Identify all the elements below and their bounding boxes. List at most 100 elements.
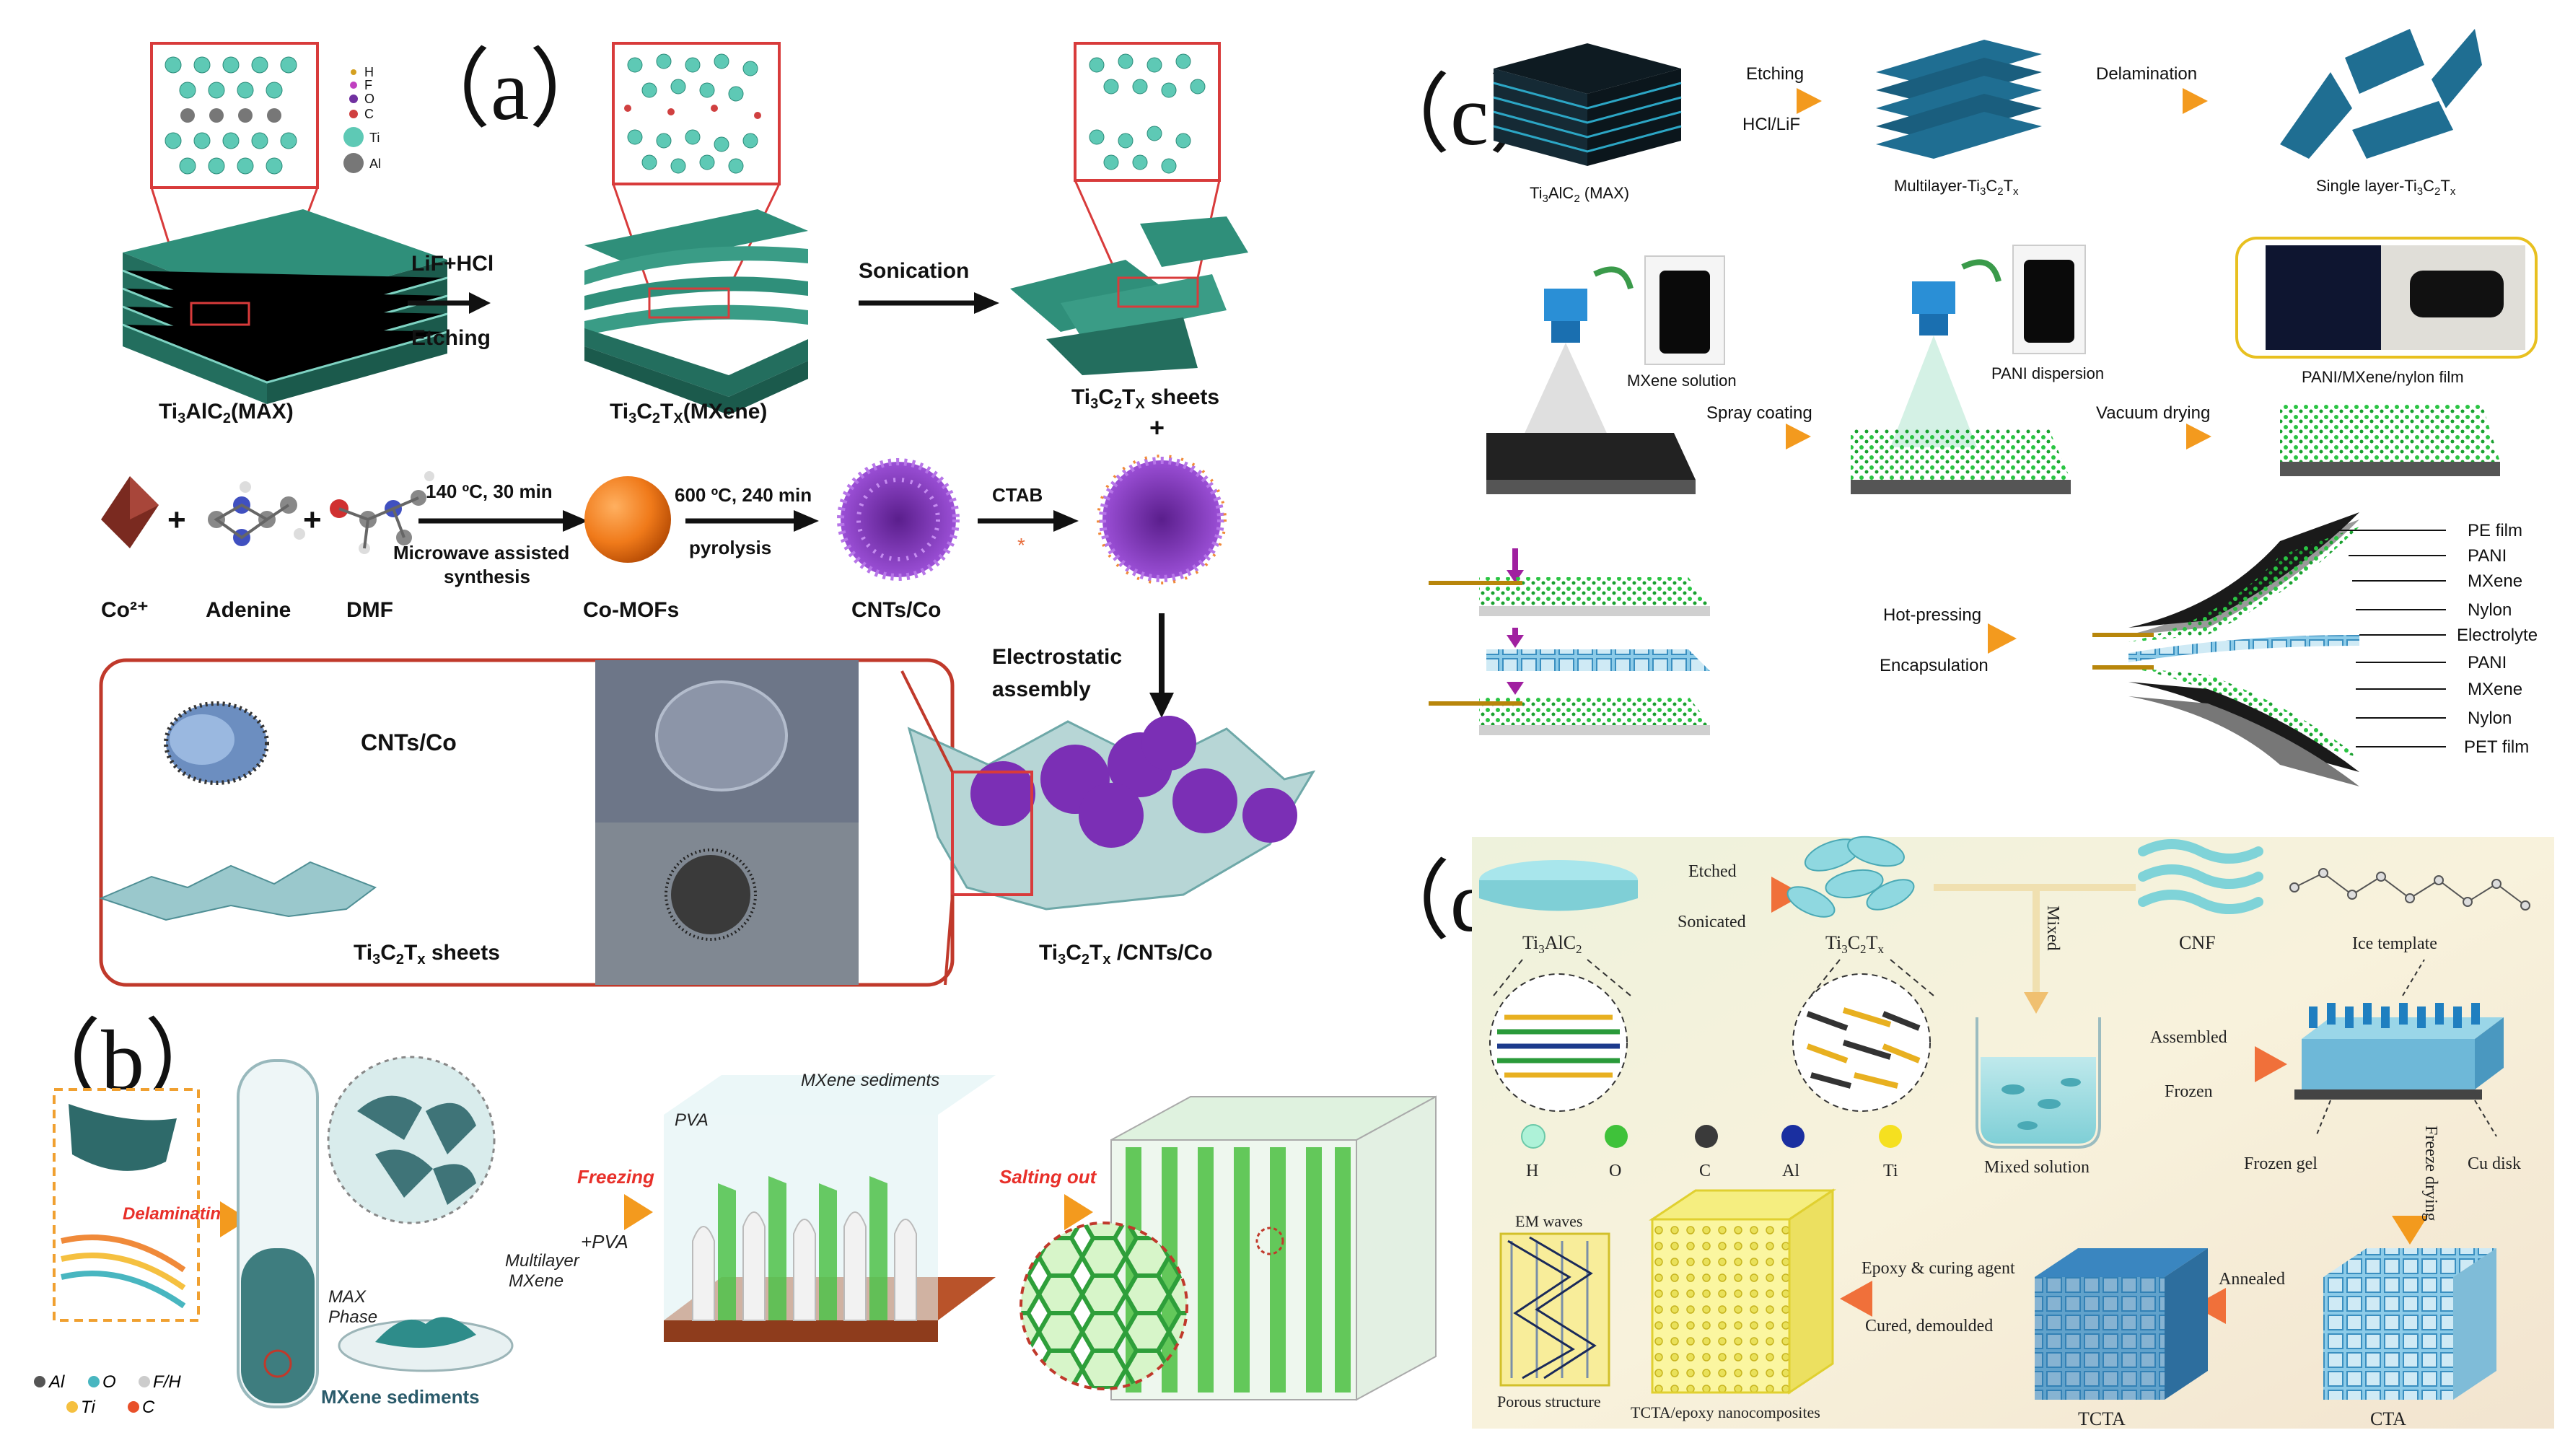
max-stack-c [1493, 43, 1682, 166]
honeycomb-magnified [1020, 1222, 1188, 1390]
panel-c: （c） Ti3AlC2 (MAX) Etching HCl/LiF Multil… [1364, 29, 2538, 786]
green-film [2280, 404, 2500, 462]
cond2-top: 600 ºC, 240 min [675, 484, 812, 506]
ti3c2tx-lattice-circle [1792, 973, 1931, 1112]
svg-text:O: O [1609, 1162, 1621, 1180]
cond1-top: 140 ºC, 30 min [426, 481, 553, 502]
frozen-gel-block [2294, 1003, 2504, 1100]
cnt-tube-icon [164, 701, 269, 785]
max-label-c: Ti3AlC2 (MAX) [1530, 184, 1629, 205]
epoxy-label: Epoxy & curing agent [1862, 1259, 2015, 1278]
svg-text:+: + [167, 502, 186, 538]
sonicated-label: Sonicated [1678, 913, 1746, 931]
ice-template-molecule [2289, 868, 2530, 911]
svg-text:MXene: MXene [2468, 680, 2522, 699]
svg-text:Al: Al [369, 157, 381, 171]
svg-text:H: H [364, 65, 374, 79]
co-mofs-sphere [584, 476, 671, 563]
mxene-label: Ti3C2TX(MXene) [610, 400, 767, 426]
svg-text:Nylon: Nylon [2468, 600, 2512, 620]
svg-text:Ti: Ti [81, 1398, 95, 1417]
ti3c2tx-flakes [1786, 836, 1915, 918]
sonication-label: Sonication [859, 259, 969, 283]
etched-label: Etched [1688, 862, 1737, 881]
svg-text:PANI: PANI [2468, 653, 2507, 672]
lif-hcl-label: LiF+HCl [411, 252, 494, 276]
panel-a-label: （a） [404, 42, 615, 138]
svg-text:Electrolyte: Electrolyte [2457, 626, 2538, 645]
frozen-label: Frozen [2165, 1082, 2213, 1101]
green-substrate [1851, 429, 2071, 480]
tcta-block [2035, 1248, 2208, 1400]
cond1-bot: synthesis [444, 566, 530, 587]
freezing-block [664, 1075, 996, 1342]
svg-text:C: C [1699, 1162, 1711, 1180]
test-tube [237, 1059, 319, 1408]
etching-label: Etching [411, 326, 491, 350]
multilayer-stack-c [1876, 40, 2042, 159]
svg-text:Al: Al [48, 1372, 65, 1392]
svg-text:MXene: MXene [2468, 571, 2522, 591]
pani-dispersion-label: PANI dispersion [1991, 364, 2104, 382]
cta-label: CTA [2370, 1408, 2406, 1429]
cond1-mid: Microwave assisted [393, 542, 569, 563]
svg-text:*: * [1017, 534, 1025, 556]
composite-graphic [907, 716, 1316, 911]
delamination-label-c: Delamination [2096, 64, 2197, 84]
salting-label: Salting out [999, 1166, 1097, 1188]
panel-a: （a） H F O C Ti Al [99, 42, 1316, 987]
svg-text:+: + [303, 502, 322, 538]
multilayer-label-c: Multilayer-Ti3C2Tx [1894, 177, 2019, 198]
etching-label-c: Etching [1746, 64, 1804, 84]
sediments-bottom-label: MXene sediments [321, 1386, 480, 1408]
ti3alc2-label-d: Ti3AlC2 [1522, 932, 1582, 956]
svg-text:F: F [364, 78, 372, 92]
max-block [122, 209, 448, 404]
mixed-solution-label: Mixed solution [1984, 1158, 2090, 1177]
cured-label: Cured, demoulded [1865, 1317, 1993, 1336]
single-label-c: Single layer-Ti3C2Tx [2316, 177, 2456, 198]
device-stack [2092, 512, 2359, 786]
hcl-label-c: HCl/LiF [1742, 115, 1800, 134]
mxene-crystal-inset [612, 42, 781, 185]
atom-legend-d: H O C Al Ti [1521, 1124, 1902, 1180]
sheets-crystal-inset [1074, 42, 1221, 182]
legend-b: Al O F/H Ti C [34, 1372, 181, 1417]
magnified-sheets-circle [327, 1056, 496, 1224]
vacuum-drying-label: Vacuum drying [2096, 403, 2210, 423]
electro-label-2: assembly [992, 677, 1091, 701]
film-label: PANI/MXene/nylon film [2302, 368, 2464, 386]
panel-d: （d） Ti3AlC2 Etched Sonicated Ti3C2Tx Mix… [1364, 836, 2554, 1429]
porous-structure-label: Porous structure [1497, 1393, 1601, 1411]
svg-text:F/H: F/H [153, 1372, 181, 1392]
final-label: Ti3C2Tx /CNTs/Co [1039, 941, 1213, 968]
inset-sheets-label: Ti3C2Tx sheets [354, 941, 500, 968]
sheets-graphic [1010, 216, 1248, 375]
co-mofs-label: Co-MOFs [583, 598, 679, 622]
svg-text:Nylon: Nylon [2468, 709, 2512, 728]
inset-cnts-label: CNTs/Co [361, 729, 457, 755]
svg-text:C: C [142, 1398, 155, 1417]
spray-coating-label: Spray coating [1706, 403, 1812, 423]
plus-sign: + [1149, 413, 1165, 442]
cta-block [2323, 1248, 2496, 1400]
single-layer-flakes [2280, 29, 2482, 159]
svg-text:PET film: PET film [2464, 737, 2529, 757]
cnts-co-ball [837, 458, 960, 581]
cond2-bot: pyrolysis [689, 537, 771, 558]
encapsulation-label: Encapsulation [1880, 656, 1989, 675]
cnts-co-label: CNTs/Co [851, 598, 941, 622]
assembled-label: Assembled [2150, 1028, 2227, 1047]
svg-text:Ti: Ti [1883, 1162, 1898, 1180]
svg-text:PE film: PE film [2468, 521, 2522, 540]
mxene-solution-label: MXene solution [1627, 372, 1737, 390]
max-label: Ti3AlC2(MAX) [159, 400, 294, 426]
cnts-co-ctab-ball [1097, 455, 1227, 584]
svg-text:O: O [364, 92, 374, 106]
dmf-label: DMF [346, 598, 393, 622]
atom-legend-a: H F O C Ti Al [343, 65, 381, 173]
